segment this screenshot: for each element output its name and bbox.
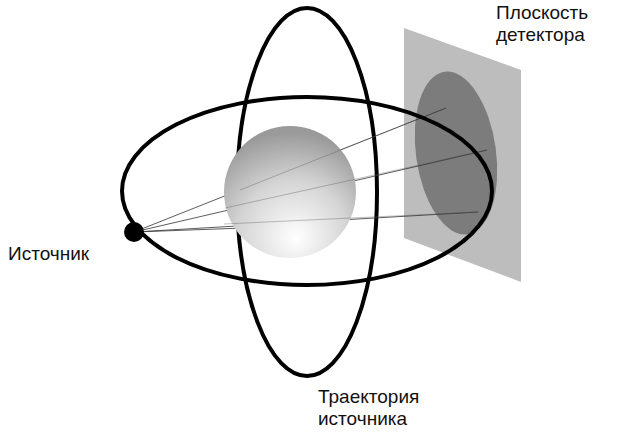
trajectory-label: Траектория источника — [318, 386, 448, 430]
detector-label: Плоскость детектора — [496, 2, 621, 46]
source-label: Источник — [8, 243, 118, 265]
projection-shadow — [405, 66, 507, 240]
horizontal-trajectory — [122, 97, 492, 285]
ray-lines-front — [224, 108, 487, 224]
object-sphere — [224, 126, 356, 258]
source-dot — [124, 222, 144, 242]
